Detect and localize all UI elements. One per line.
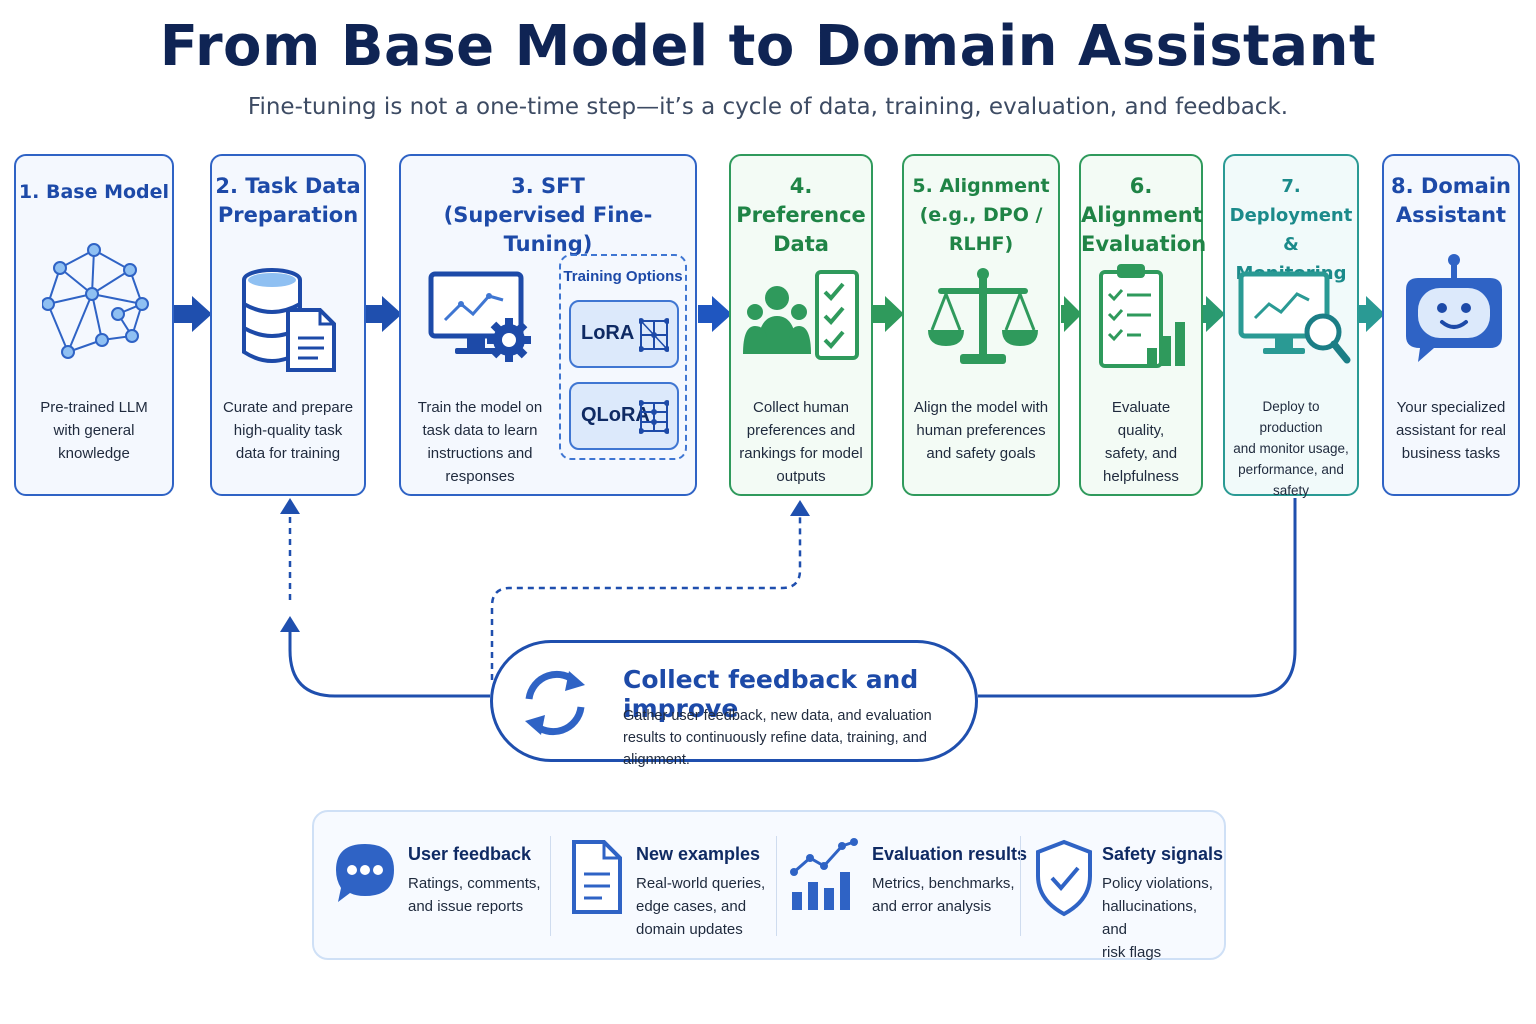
divider [1020,836,1021,936]
source-title: Evaluation results [872,844,1028,864]
page-subtitle: Fine-tuning is not a one-time step—it’s … [247,94,1289,120]
shield-check-icon [1036,839,1092,917]
step-desc: Curate and prepare high-quality task dat… [222,399,354,462]
loop-line-from-deploy [978,498,1297,698]
document-icon [572,840,622,914]
refresh-cycle-icon [525,670,585,736]
arrow-7-8 [1359,296,1385,332]
step-card-sft: 3. SFT (Supervised Fine-Tuning) Train th… [399,154,697,496]
monitor-search-icon [1238,271,1351,364]
step-title: 3. SFT (Supervised Fine-Tuning) [443,174,653,256]
divider [550,836,551,936]
arrow-3-4 [698,296,732,332]
feedback-loop-box: Collect feedback and improve Gather user… [490,640,978,768]
neural-network-icon [42,243,149,359]
step-card-base-model: 1. Base Model Pre-trained LLM with gener… [14,154,174,496]
source-desc: Metrics, benchmarks, and error analysis [872,875,1015,915]
step-desc: Align the model with human preferences a… [913,399,1049,462]
step-title: 2. Task Data Preparation [215,174,361,227]
source-desc: Policy violations, hallucinations, and r… [1102,875,1213,961]
divider [776,836,777,936]
training-options-box: Training Options LoRA QLoRA [559,254,687,460]
step-card-deployment: 7. Deployment & Monitoring Deploy to pro… [1223,154,1359,498]
monitor-gear-icon [428,271,531,362]
step-desc: Deploy to production and monitor usage, … [1233,399,1349,498]
arrow-1-2 [174,296,212,332]
step-card-preference-data: 4. Preference Data Collect human prefere… [729,154,873,496]
step-title: 4. Preference Data [736,174,866,256]
step-title: 1. Base Model [18,181,170,203]
step-card-domain-assistant: 8. Domain Assistant Your specialized ass… [1382,154,1520,496]
arrow-5-6 [1061,296,1082,332]
step-desc: Collect human preferences and rankings f… [739,399,863,485]
step-desc: Evaluate quality, safety, and helpfulnes… [1103,399,1179,485]
page-title: From Base Model to Domain Assistant [159,14,1377,79]
source-new-examples: New examples Real-world queries, edge ca… [550,812,776,962]
feedback-title: Collect feedback and improve [623,665,919,723]
bar-chart-icon [790,838,858,910]
source-title: Safety signals [1102,844,1224,864]
training-options-title: Training Options [563,268,683,285]
source-user-feedback: User feedback Ratings, comments, and iss… [314,812,550,962]
loop-line-to-data-prep [288,628,490,698]
source-safety-signals: Safety signals Policy violations, halluc… [1020,812,1226,962]
step-desc: Pre-trained LLM with general knowledge [40,399,148,462]
qlora-network-icon [639,400,669,434]
source-title: User feedback [408,844,532,864]
arrow-4-5 [873,296,904,332]
loop-dashed-to-preference [490,516,802,680]
feedback-desc: Gather user feedback, new data, and eval… [623,708,932,768]
step-title: 8. Domain Assistant [1391,174,1511,227]
step-desc: Your specialized assistant for real busi… [1395,399,1507,462]
people-checklist-icon [743,270,859,360]
source-desc: Ratings, comments, and issue reports [408,875,541,915]
step-card-alignment-evaluation: 6. Alignment Evaluation Evaluate quality… [1079,154,1207,496]
clipboard-chart-icon [1099,264,1185,368]
chat-bubble-icon [336,844,394,902]
arrow-2-3 [366,296,402,332]
source-evaluation-results: Evaluation results Metrics, benchmarks, … [776,812,1027,962]
feedback-sources-panel: User feedback Ratings, comments, and iss… [312,810,1226,962]
balance-scale-icon [928,268,1038,364]
step-card-task-data: 2. Task Data Preparation Curate and prep… [210,154,366,496]
option-lora[interactable]: LoRA [569,300,679,368]
step-desc: Train the model on task data to learn in… [417,399,543,485]
option-label: QLoRA [581,404,650,426]
robot-chat-icon [1406,254,1502,362]
step-card-alignment: 5. Alignment (e.g., DPO / RLHF) Align th… [902,154,1060,496]
source-title: New examples [636,844,761,864]
step-title: 6. Alignment Evaluation [1081,174,1207,256]
lora-network-icon [639,318,669,352]
arrow-6-7 [1203,296,1225,332]
database-document-icon [242,268,336,372]
option-label: LoRA [581,322,635,344]
source-desc: Real-world queries, edge cases, and doma… [636,875,766,938]
step-title: 5. Alignment (e.g., DPO / RLHF) [912,175,1050,255]
option-qlora[interactable]: QLoRA [569,382,679,450]
